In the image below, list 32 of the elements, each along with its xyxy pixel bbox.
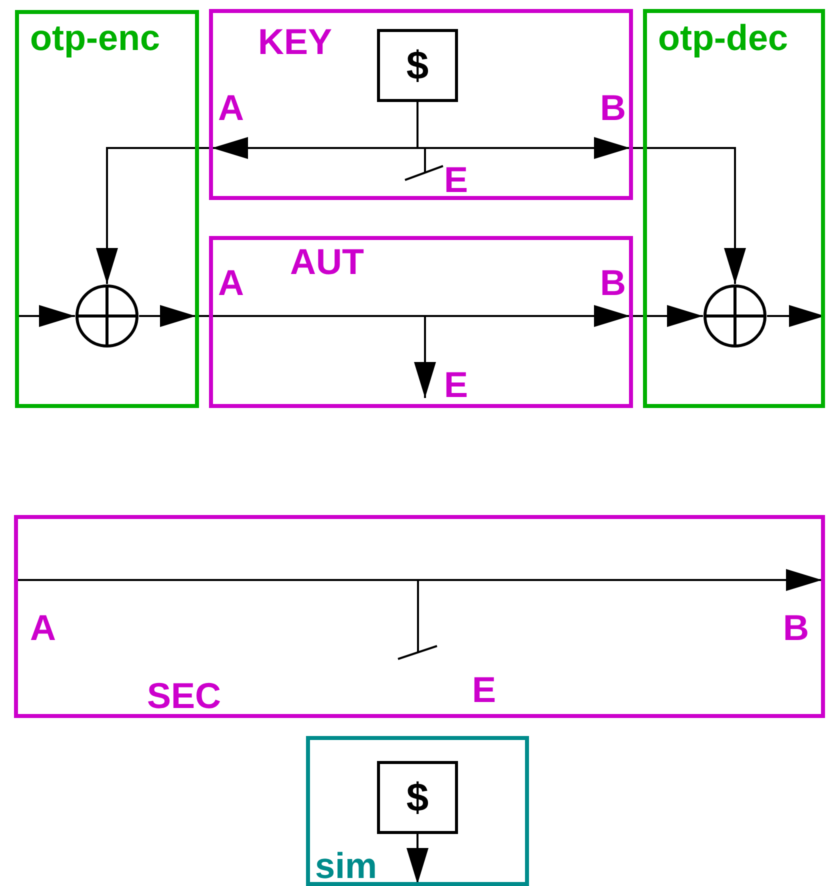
interface-label: A [218,90,244,126]
arrowhead [212,137,248,159]
simulator-box [306,736,529,886]
resource-box [209,9,633,200]
interface-label: B [783,610,809,646]
arrow [17,305,75,327]
box-title: sim [315,848,378,884]
arrow [139,305,630,327]
interface-label: A [30,610,56,646]
encoder-box [15,10,199,408]
arrowhead [160,305,196,327]
box-title: otp-dec [658,20,788,56]
interface-label: B [600,90,626,126]
decoder-box [643,9,825,408]
box-title: otp-enc [30,20,160,56]
interface-label: E [472,672,496,708]
dollar-sign: $ [406,46,429,86]
box-title: KEY [258,24,332,60]
interface-label: B [600,265,626,301]
arrow [633,305,703,327]
box-title: AUT [290,244,364,280]
resource-box [209,236,633,408]
random-source-box [377,761,458,834]
random-source-box [377,29,458,102]
interface-label: E [444,162,468,198]
arrow [406,834,428,884]
box-title: SEC [147,678,222,714]
dollar-sign: $ [406,778,429,818]
arrowhead [594,137,630,159]
interface-label: E [444,367,468,403]
interface-label: A [218,265,244,301]
resource-box [14,515,825,718]
